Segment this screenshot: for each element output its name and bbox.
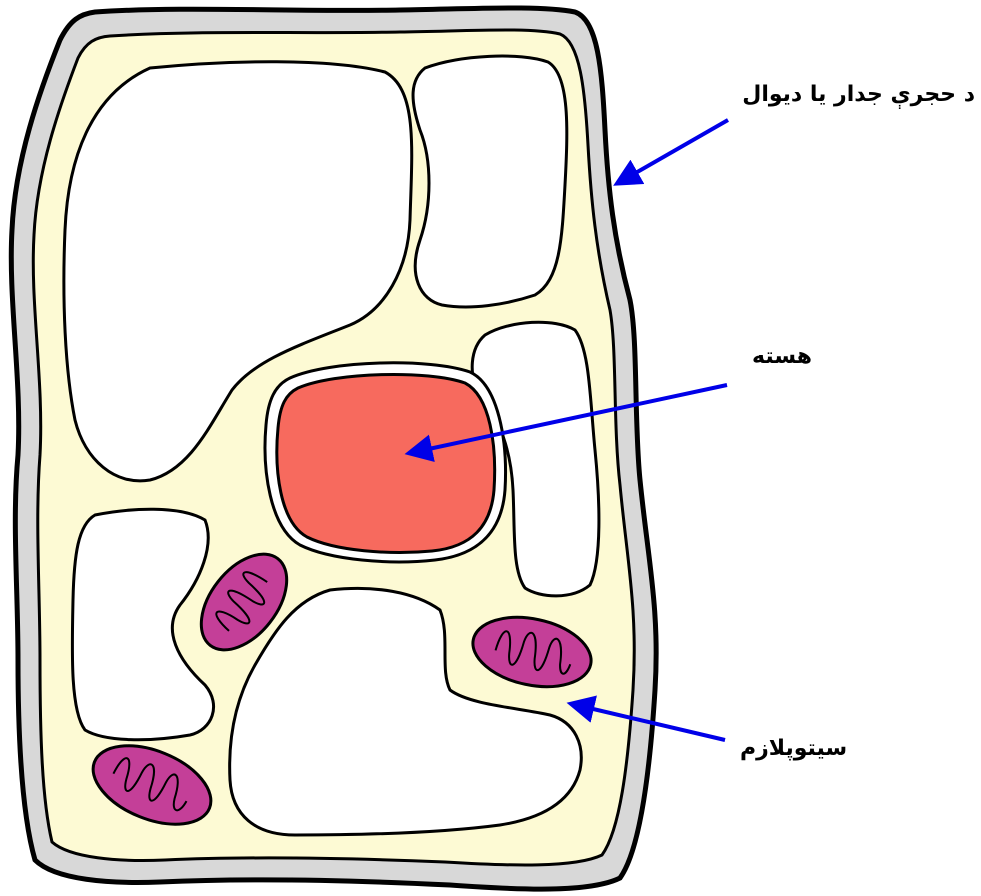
nucleus [277, 374, 495, 552]
vacuole-upper-right [413, 56, 567, 307]
label-cell-wall: د حجرې جدار یا دیوال [742, 84, 975, 106]
label-cytoplasm: سیتوپلازم [740, 738, 847, 760]
label-nucleus: هسته [752, 346, 812, 368]
arrow-icon-cell-wall [618, 120, 728, 183]
